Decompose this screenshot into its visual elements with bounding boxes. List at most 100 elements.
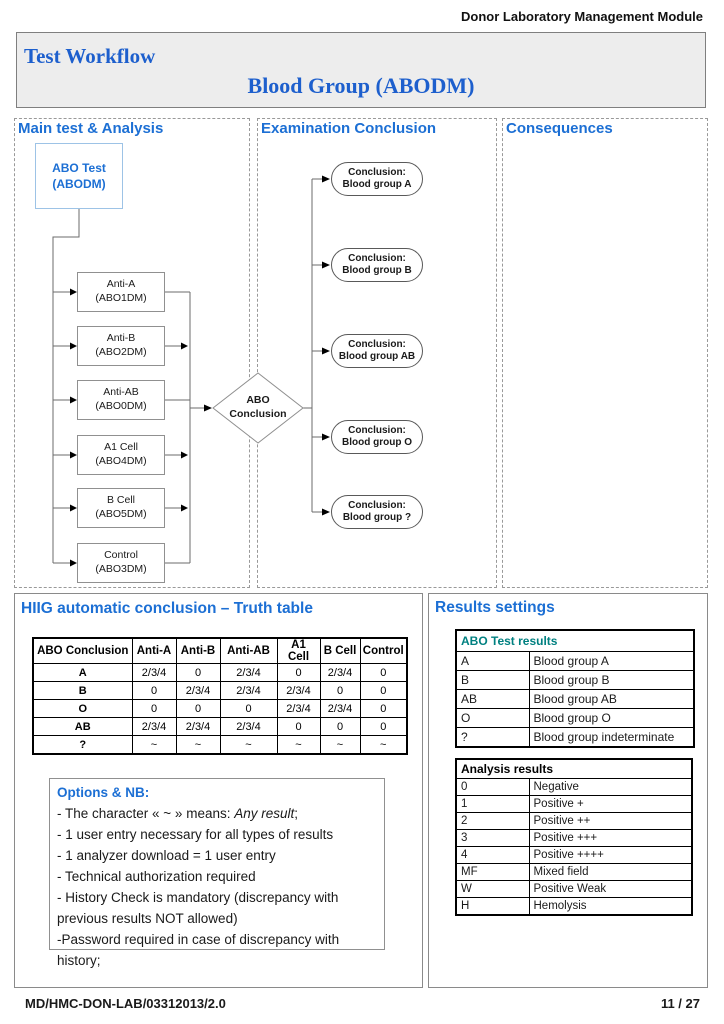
table-cell: ~ — [131, 735, 177, 755]
table-header-cell: ABO Conclusion — [32, 637, 133, 664]
table-cell: B — [32, 681, 133, 700]
truth-table-section: HIIG automatic conclusion – Truth table … — [14, 593, 423, 988]
node-label-line1: ABO — [246, 394, 270, 407]
table-cell: Positive + — [528, 795, 693, 813]
table-row: B Blood group B — [455, 670, 695, 690]
table-cell: 0 — [359, 663, 408, 682]
table-cell: 0 — [455, 778, 530, 796]
options-line: - History Check is mandatory (discrepanc… — [57, 890, 339, 926]
node-label-line1: Conclusion: — [348, 252, 406, 264]
options-line: - The character « ~ » means: Any result; — [57, 803, 377, 824]
node-label-line1: Conclusion: — [348, 338, 406, 350]
table-row: 0 Negative — [455, 778, 693, 796]
table-cell: 0 — [131, 681, 177, 700]
node-label-line1: Conclusion: — [348, 166, 406, 178]
table-header-cell: Anti-AB — [219, 637, 278, 664]
table-cell: ~ — [175, 735, 221, 755]
page-subtitle: Blood Group (ABODM) — [247, 73, 475, 98]
flow-conclusion-blood-group-a: Conclusion: Blood group A — [331, 162, 423, 196]
flow-conclusion-blood-group-unknown: Conclusion: Blood group ? — [331, 495, 423, 529]
table-cell: Positive ++ — [528, 812, 693, 830]
section-title-results-settings: Results settings — [435, 599, 555, 616]
node-label-line2: (ABO4DM) — [95, 455, 147, 467]
abo-test-results-table: ABO Test results A Blood group A B Blood… — [455, 629, 695, 748]
table-cell: 2/3/4 — [219, 681, 278, 700]
node-label-line2: Blood group B — [342, 265, 412, 276]
table-header-row: ABO Conclusion Anti-A Anti-B Anti-AB A1 … — [32, 637, 408, 664]
table-cell: 0 — [219, 699, 278, 718]
table-row: AB Blood group AB — [455, 689, 695, 709]
table-row: AB 2/3/4 2/3/4 2/3/4 0 0 0 — [32, 717, 408, 736]
node-label-line2: Blood group A — [342, 179, 412, 190]
section-title-truth-table: HIIG automatic conclusion – Truth table — [21, 600, 313, 617]
table-cell: 2/3/4 — [219, 663, 278, 682]
table-cell: Blood group AB — [528, 689, 695, 709]
table-cell: Blood group O — [528, 708, 695, 728]
table-cell: B — [455, 670, 530, 690]
table-header-row: ABO Test results — [455, 629, 695, 652]
table-cell: O — [455, 708, 530, 728]
table-row: B 0 2/3/4 2/3/4 2/3/4 0 0 — [32, 681, 408, 700]
table-cell: 2/3/4 — [276, 681, 321, 700]
flow-node-control: Control (ABO3DM) — [77, 543, 165, 583]
table-header-cell: ABO Test results — [455, 629, 695, 652]
table-header-cell: Anti-A — [131, 637, 177, 664]
title-block: Test Workflow Blood Group (ABODM) — [16, 32, 706, 108]
table-cell: 2/3/4 — [175, 681, 221, 700]
table-cell: 0 — [359, 717, 408, 736]
flow-node-anti-a: Anti-A (ABO1DM) — [77, 272, 165, 312]
node-label-line2: (ABO0DM) — [95, 400, 147, 412]
table-cell: 2/3/4 — [131, 663, 177, 682]
node-label-line1: Anti-AB — [103, 386, 139, 399]
node-label-line2: Blood group O — [342, 437, 412, 448]
table-row: O 0 0 0 2/3/4 2/3/4 0 — [32, 699, 408, 718]
table-cell: ~ — [276, 735, 321, 755]
node-label-line1: Control — [104, 549, 138, 562]
table-header-cell: B Cell — [319, 637, 361, 664]
table-row: ? ~ ~ ~ ~ ~ ~ — [32, 735, 408, 755]
analysis-results-table: Analysis results 0 Negative 1 Positive +… — [455, 758, 693, 916]
truth-table: ABO Conclusion Anti-A Anti-B Anti-AB A1 … — [32, 637, 408, 755]
lane-consequences: Consequences — [502, 118, 708, 588]
options-text: ; — [294, 806, 299, 821]
table-row: W Positive Weak — [455, 880, 693, 898]
table-cell: 0 — [359, 699, 408, 718]
node-label-line1: A1 Cell — [104, 441, 138, 454]
table-row: 4 Positive ++++ — [455, 846, 693, 864]
table-header-cell: Anti-B — [175, 637, 221, 664]
node-label-line1: Conclusion: — [348, 424, 406, 436]
table-cell: A — [455, 651, 530, 671]
document-header: Donor Laboratory Management Module — [461, 9, 703, 24]
table-row: O Blood group O — [455, 708, 695, 728]
table-cell: 2/3/4 — [276, 699, 321, 718]
table-row: 2 Positive ++ — [455, 812, 693, 830]
table-cell: 0 — [319, 717, 361, 736]
table-cell: Mixed field — [528, 863, 693, 881]
node-label-line2: Blood group ? — [342, 512, 412, 523]
table-cell: Positive +++ — [528, 829, 693, 847]
table-cell: 0 — [131, 699, 177, 718]
table-row: H Hemolysis — [455, 897, 693, 916]
options-text: - The character « ~ » means: — [57, 806, 235, 821]
node-label-line2: (ABO1DM) — [95, 292, 147, 304]
table-cell: 2/3/4 — [175, 717, 221, 736]
flow-conclusion-blood-group-b: Conclusion: Blood group B — [331, 248, 423, 282]
node-label-line2: (ABODM) — [52, 177, 106, 191]
table-header-cell: A1 Cell — [276, 637, 321, 664]
options-italic-text: Any result — [234, 806, 295, 821]
table-cell: 1 — [455, 795, 530, 813]
flow-node-abo-test: ABO Test (ABODM) — [35, 143, 123, 209]
table-header-row: Analysis results — [455, 758, 693, 779]
node-label-line1: Anti-B — [106, 332, 136, 345]
table-cell: 0 — [319, 681, 361, 700]
options-line: - 1 analyzer download = 1 user entry — [57, 848, 276, 863]
table-cell: 4 — [455, 846, 530, 864]
lane-title: Consequences — [506, 120, 613, 137]
node-label-line2: (ABO3DM) — [95, 563, 147, 575]
table-cell: 0 — [175, 663, 221, 682]
table-cell: 2/3/4 — [319, 663, 361, 682]
lane-title: Examination Conclusion — [261, 120, 437, 137]
options-line: -Password required in case of discrepanc… — [57, 932, 340, 968]
results-settings-section: Results settings ABO Test results A Bloo… — [428, 593, 708, 988]
node-label-line1: B Cell — [106, 494, 135, 507]
